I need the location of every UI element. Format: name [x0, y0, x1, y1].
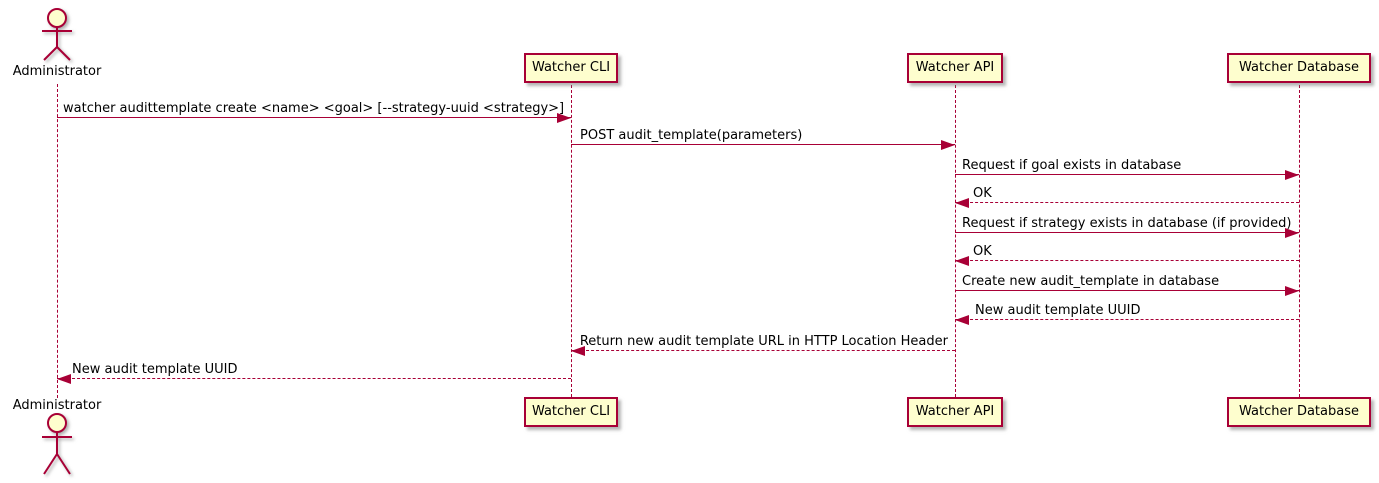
message-label: Request if strategy exists in database (…: [962, 216, 1292, 231]
actor-icon: [42, 413, 72, 475]
message-label: Create new audit_template in database: [962, 274, 1220, 289]
message-arrow: [955, 174, 1299, 175]
message-arrow: [955, 290, 1299, 291]
arrowhead-icon: [955, 256, 969, 266]
message-label: OK: [973, 244, 992, 259]
message-arrow: [955, 202, 1299, 203]
arrowhead-icon: [57, 374, 71, 384]
lifeline-watcher-database: [1299, 85, 1300, 397]
arrowhead-icon: [955, 198, 969, 208]
message-label: New audit template UUID: [975, 303, 1141, 318]
message-label: New audit template UUID: [72, 362, 238, 377]
arrowhead-icon: [955, 315, 969, 325]
arrowhead-icon: [571, 346, 585, 356]
participant-watcher-api-bottom: Watcher API: [907, 397, 1003, 427]
actor-icon: [42, 8, 72, 61]
arrowhead-icon: [557, 113, 571, 123]
message-label: Request if goal exists in database: [962, 158, 1182, 173]
arrowhead-icon: [1285, 286, 1299, 296]
message-label: Return new audit template URL in HTTP Lo…: [579, 334, 948, 349]
message-arrow: [57, 378, 571, 379]
arrowhead-icon: [1285, 228, 1299, 238]
participant-watcher-database-top: Watcher Database: [1227, 53, 1371, 83]
actor-label-bottom: Administrator: [12, 398, 102, 413]
message-arrow: [57, 117, 571, 118]
message-arrow: [955, 260, 1299, 261]
message-arrow: [571, 144, 955, 145]
arrowhead-icon: [1285, 170, 1299, 180]
message-arrow: [571, 350, 955, 351]
message-label: POST audit_template(parameters): [580, 128, 803, 143]
message-arrow: [955, 319, 1299, 320]
participant-watcher-cli-bottom: Watcher CLI: [524, 397, 618, 427]
participant-watcher-database-bottom: Watcher Database: [1227, 397, 1371, 427]
message-label: OK: [973, 186, 992, 201]
message-label: watcher audittemplate create <name> <goa…: [63, 101, 565, 116]
message-arrow: [955, 232, 1299, 233]
lifeline-watcher-cli: [571, 85, 572, 397]
participant-watcher-api-top: Watcher API: [907, 53, 1003, 83]
participant-watcher-cli-top: Watcher CLI: [524, 53, 618, 83]
actor-label-top: Administrator: [12, 64, 102, 79]
lifeline-administrator: [57, 84, 58, 398]
lifeline-watcher-api: [955, 85, 956, 397]
arrowhead-icon: [941, 140, 955, 150]
